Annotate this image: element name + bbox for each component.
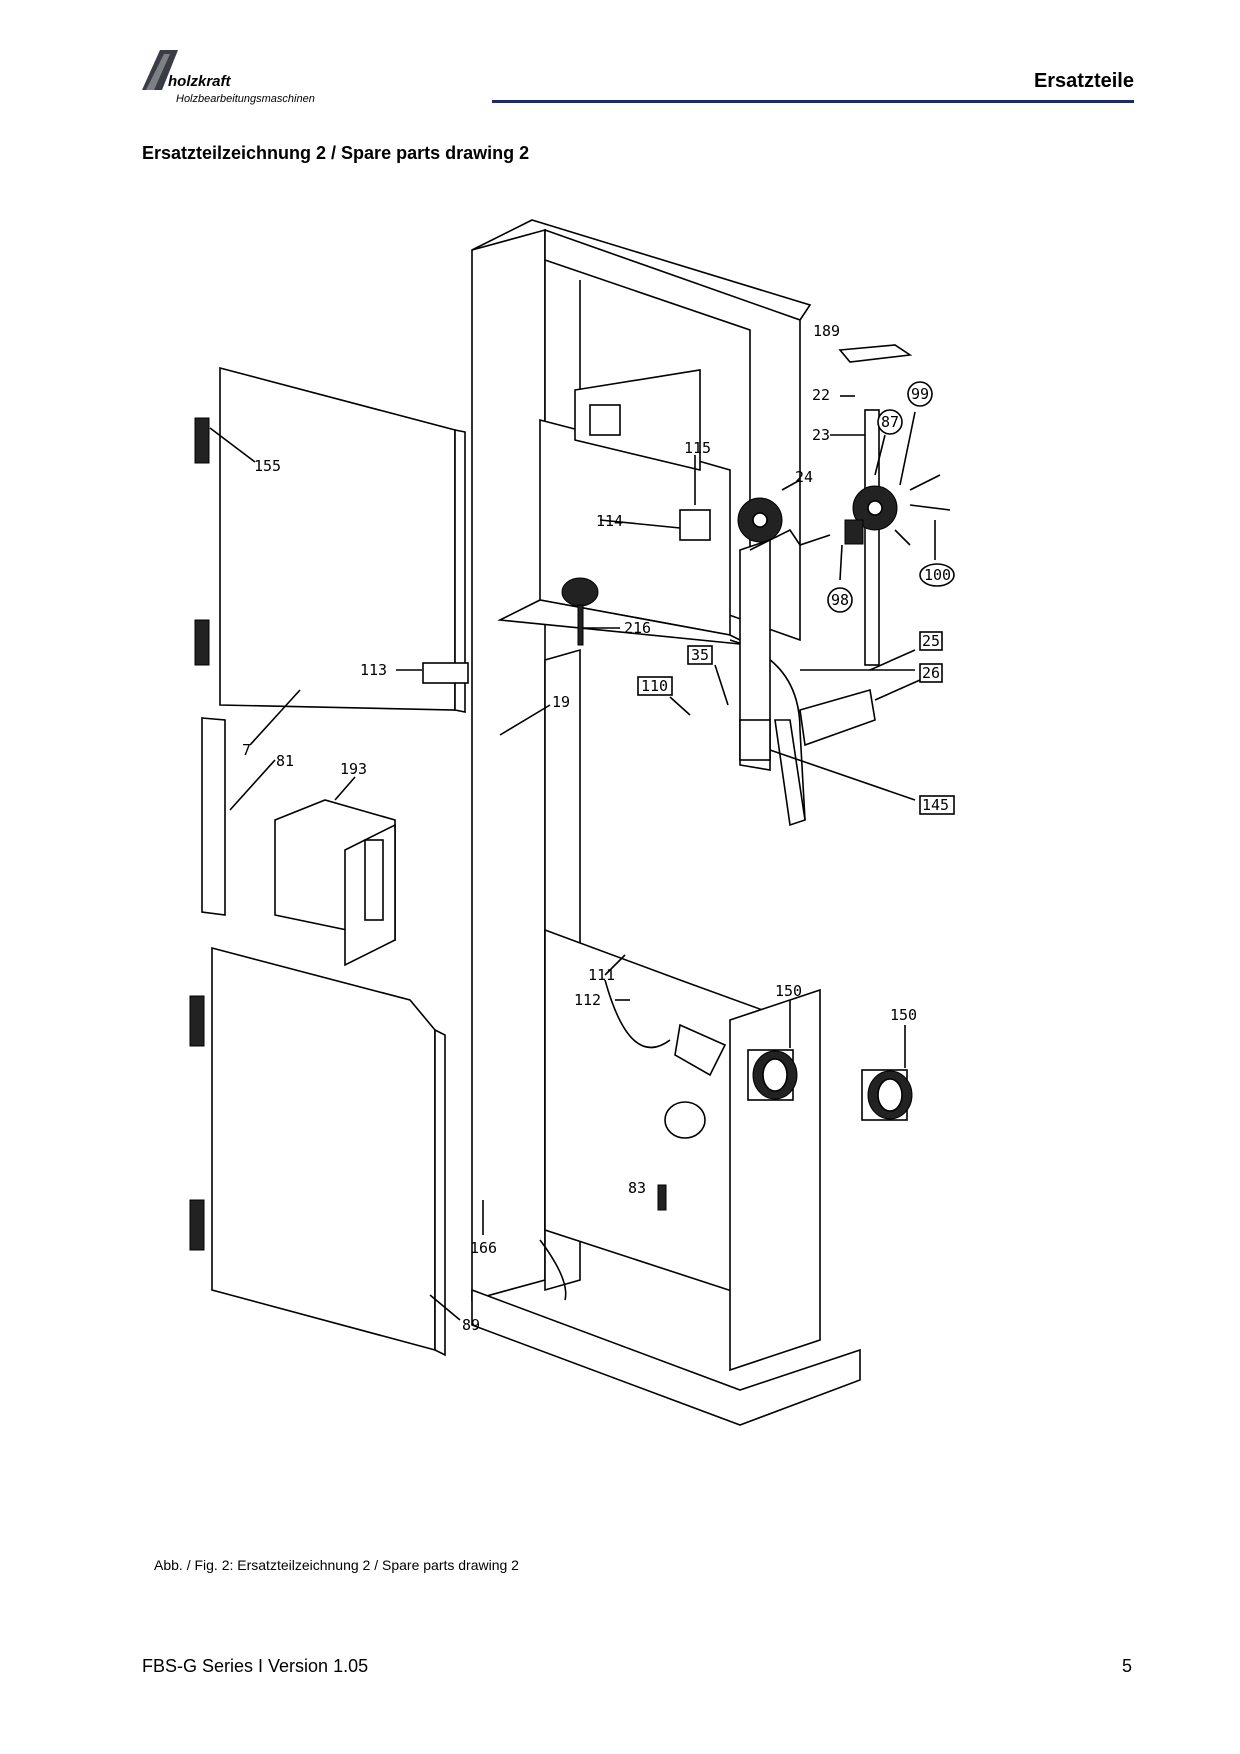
part-labels: 189 22 99 23 87 115 24 114 100 98 216 25… [242, 322, 955, 1334]
frame-column [471, 219, 861, 1426]
label-19: 19 [552, 693, 570, 711]
label-189: 189 [813, 322, 840, 340]
label-26: 26 [922, 664, 940, 682]
label-113: 113 [360, 661, 387, 679]
label-23: 23 [812, 426, 830, 444]
label-87: 87 [881, 413, 899, 431]
label-ring-99 [907, 381, 933, 407]
label-155: 155 [254, 457, 281, 475]
label-7: 7 [242, 741, 251, 759]
label-110: 110 [641, 677, 668, 695]
footer-series: FBS-G Series I Version 1.05 [142, 1656, 369, 1676]
page-number: 5 [1121, 1656, 1132, 1676]
label-24: 24 [795, 468, 813, 486]
label-145: 145 [922, 796, 949, 814]
label-115: 115 [684, 439, 711, 457]
label-box-35 [687, 645, 713, 665]
figure-caption: Abb. / Fig. 2: Ersatzteilzeichnung 2 / S… [154, 1557, 519, 1573]
label-89: 89 [462, 1316, 480, 1334]
label-216: 216 [624, 619, 651, 637]
upper-door [194, 366, 469, 713]
drawing-title: Ersatzteilzeichnung 2 / Spare parts draw… [142, 143, 530, 163]
label-100: 100 [924, 566, 951, 584]
label-box-25 [919, 631, 943, 651]
key-part [561, 577, 599, 646]
header-divider [492, 100, 1134, 103]
label-166: 166 [470, 1239, 497, 1257]
lower-door [189, 946, 446, 1357]
label-111: 111 [588, 966, 615, 984]
strip-part [201, 717, 226, 916]
label-150b: 150 [890, 1006, 917, 1024]
label-ring-87 [877, 409, 903, 435]
fan-units [747, 1049, 913, 1121]
logo-wordmark: holzkraft [168, 73, 232, 90]
label-98: 98 [831, 591, 849, 609]
section-title: Ersatzteile [1033, 70, 1134, 92]
label-box-110 [637, 676, 673, 696]
label-ring-98 [827, 587, 853, 613]
label-114: 114 [596, 512, 623, 530]
label-box-26 [919, 663, 943, 683]
label-193: 193 [340, 760, 367, 778]
bolt-part [657, 1184, 667, 1211]
holzkraft-logo: holzkraft Holzbearbeitungsmaschinen [140, 44, 430, 106]
label-150a: 150 [775, 982, 802, 1000]
control-box [274, 799, 396, 967]
logo-subline: Holzbearbeitungsmaschinen [176, 93, 315, 105]
label-112: 112 [574, 991, 601, 1009]
spare-parts-drawing: 189 22 99 23 87 115 24 114 100 98 216 25… [189, 219, 955, 1426]
label-25: 25 [922, 632, 940, 650]
label-22: 22 [812, 386, 830, 404]
label-81: 81 [276, 752, 294, 770]
logo-mark: holzkraft Holzbearbeitungsmaschinen [142, 50, 315, 105]
label-99: 99 [911, 385, 929, 403]
leader-lines [209, 395, 936, 1321]
label-box-145 [919, 795, 955, 815]
label-ring-100 [919, 563, 955, 587]
label-83: 83 [628, 1179, 646, 1197]
label-35: 35 [691, 646, 709, 664]
